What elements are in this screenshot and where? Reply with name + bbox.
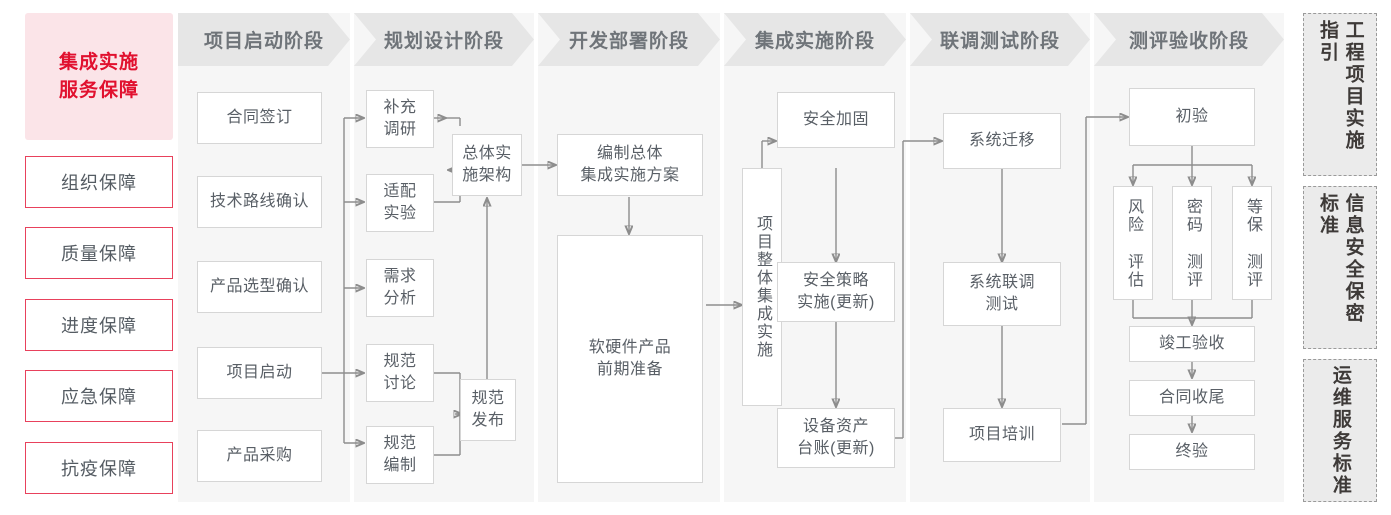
left-item-label: 抗疫保障 — [61, 459, 137, 479]
node-spec-discussion[interactable]: 规范 讨论 — [366, 344, 434, 402]
node-product-procurement[interactable]: 产品采购 — [197, 430, 322, 482]
node-draft-overall-integration-plan[interactable]: 编制总体 集成实施方案 — [557, 134, 703, 196]
node-label: 终验 — [1175, 443, 1209, 461]
node-overall-implementation-architecture[interactable]: 总体实 施架构 — [452, 134, 522, 196]
node-label: 系统迁移 — [968, 132, 1035, 150]
phase-header-2[interactable]: 规划设计阶段 — [354, 13, 534, 66]
node-label: 编制总体 集成实施方案 — [580, 145, 680, 184]
node-label: 项目整体集成实施 — [754, 215, 771, 359]
node-label: 项目启动 — [226, 364, 293, 382]
sidebar-item-engineering-guideline[interactable]: 工程项目实施指引 — [1303, 13, 1377, 176]
node-system-joint-test[interactable]: 系统联调 测试 — [943, 262, 1061, 326]
phase-header-5[interactable]: 联调测试阶段 — [910, 13, 1090, 66]
phase-header-3[interactable]: 开发部署阶段 — [538, 13, 720, 66]
node-overall-project-integration[interactable]: 项目整体集成实施 — [742, 168, 782, 406]
node-project-training[interactable]: 项目培训 — [943, 408, 1061, 462]
node-product-selection-confirm[interactable]: 产品选型确认 — [197, 261, 322, 313]
node-system-migration[interactable]: 系统迁移 — [943, 113, 1061, 169]
left-item-label: 进度保障 — [61, 316, 137, 336]
sidebar-item-label: 工程项目实施指引 — [1317, 19, 1364, 152]
node-label: 适配 实验 — [383, 183, 417, 222]
left-item-1[interactable]: 质量保障 — [25, 227, 173, 279]
node-label: 技术路线确认 — [209, 193, 309, 211]
sidebar-item-ops-service-standard[interactable]: 运维服务标准 — [1303, 359, 1377, 502]
node-hardware-software-preparation[interactable]: 软硬件产品 前期准备 — [557, 235, 703, 483]
node-spec-drafting[interactable]: 规范 编制 — [366, 426, 434, 484]
node-label: 需求 分析 — [383, 268, 417, 307]
node-label: 规范 讨论 — [383, 353, 417, 392]
left-item-label: 质量保障 — [61, 244, 137, 264]
left-item-3[interactable]: 应急保障 — [25, 370, 173, 422]
node-risk-assessment[interactable]: 风险 评估 — [1113, 186, 1153, 300]
phase-header-4[interactable]: 集成实施阶段 — [724, 13, 906, 66]
node-contract-signing[interactable]: 合同签订 — [197, 92, 322, 144]
node-security-policy-implementation[interactable]: 安全策略 实施(更新) — [777, 262, 895, 322]
left-item-0[interactable]: 组织保障 — [25, 156, 173, 208]
node-label: 软硬件产品 前期准备 — [588, 339, 672, 378]
node-supplementary-research[interactable]: 补充 调研 — [366, 90, 434, 148]
node-label: 系统联调 测试 — [968, 274, 1035, 313]
sidebar-item-label: 信息安全保密标准 — [1317, 192, 1364, 325]
node-label: 合同收尾 — [1158, 389, 1225, 407]
node-spec-release[interactable]: 规范 发布 — [460, 379, 516, 441]
node-label: 等保 测评 — [1244, 197, 1261, 289]
node-tech-route-confirm[interactable]: 技术路线确认 — [197, 176, 322, 228]
phase-column-1: 项目启动阶段 — [178, 13, 350, 502]
node-project-kickoff[interactable]: 项目启动 — [197, 347, 322, 399]
node-label: 项目培训 — [968, 426, 1035, 444]
node-completion-acceptance[interactable]: 竣工验收 — [1129, 326, 1255, 362]
node-label: 设备资产 台账(更新) — [797, 418, 875, 457]
node-adaptation-experiment[interactable]: 适配 实验 — [366, 174, 434, 232]
node-label: 补充 调研 — [383, 99, 417, 138]
node-cryptography-evaluation[interactable]: 密码 测评 — [1172, 186, 1212, 300]
sidebar-item-label: 运维服务标准 — [1329, 364, 1351, 497]
node-label: 总体实 施架构 — [462, 145, 512, 184]
node-final-acceptance[interactable]: 终验 — [1129, 434, 1255, 470]
node-label: 安全加固 — [802, 111, 869, 129]
node-label: 产品选型确认 — [209, 278, 309, 296]
node-label: 竣工验收 — [1158, 335, 1225, 353]
left-item-2[interactable]: 进度保障 — [25, 299, 173, 351]
node-label: 产品采购 — [226, 447, 293, 465]
node-contract-closure[interactable]: 合同收尾 — [1129, 380, 1255, 416]
node-label: 风险 评估 — [1125, 197, 1142, 289]
node-label: 初验 — [1175, 108, 1209, 126]
left-item-label: 组织保障 — [61, 173, 137, 193]
node-asset-ledger-update[interactable]: 设备资产 台账(更新) — [777, 408, 895, 468]
node-label: 规范 发布 — [471, 390, 505, 429]
node-label: 密码 测评 — [1184, 197, 1201, 289]
sidebar-item-security-standard[interactable]: 信息安全保密标准 — [1303, 186, 1377, 349]
hero-line-2: 服务保障 — [58, 79, 139, 101]
node-classified-protection-evaluation[interactable]: 等保 测评 — [1232, 186, 1272, 300]
hero-line-1: 集成实施 — [58, 51, 139, 73]
node-label: 安全策略 实施(更新) — [797, 272, 875, 311]
phase-header-1[interactable]: 项目启动阶段 — [178, 13, 350, 66]
node-preliminary-acceptance[interactable]: 初验 — [1129, 88, 1255, 146]
left-item-label: 应急保障 — [61, 387, 137, 407]
hero-card: 集成实施 服务保障 — [25, 13, 173, 140]
node-label: 规范 编制 — [383, 435, 417, 474]
phase-header-6[interactable]: 测评验收阶段 — [1094, 13, 1284, 66]
left-item-4[interactable]: 抗疫保障 — [25, 442, 173, 494]
node-security-hardening[interactable]: 安全加固 — [777, 92, 895, 148]
node-label: 合同签订 — [226, 109, 293, 127]
node-requirement-analysis[interactable]: 需求 分析 — [366, 259, 434, 317]
